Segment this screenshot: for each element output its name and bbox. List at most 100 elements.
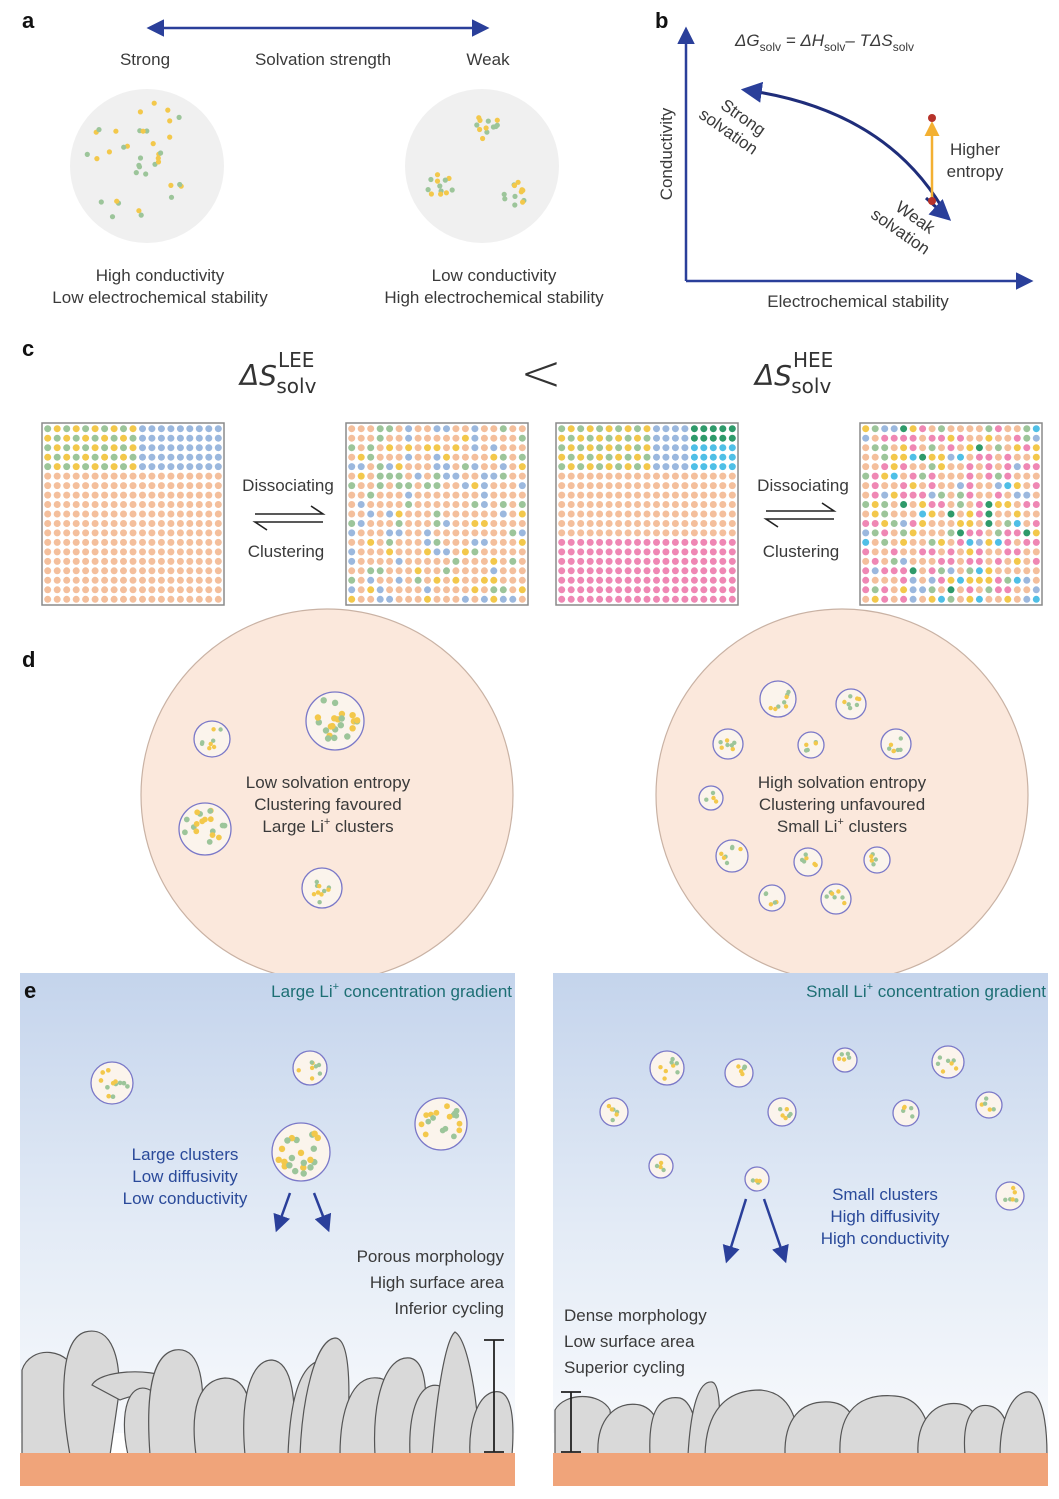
- ion-dot: [120, 482, 127, 490]
- ion-dot: [480, 576, 488, 584]
- ion-dot: [662, 482, 670, 490]
- small-clusters-text: Small clusters: [832, 1185, 938, 1204]
- ion-dot: [176, 491, 184, 499]
- ion-dot: [348, 444, 356, 452]
- ion-dot: [719, 463, 727, 471]
- ion-dot: [558, 557, 566, 565]
- ion-dot: [110, 586, 118, 594]
- ion-dot: [100, 1070, 106, 1075]
- ion-dot: [461, 529, 469, 537]
- ion-dot: [728, 538, 736, 546]
- ion-dot: [110, 434, 118, 442]
- li-cluster-shell: [880, 728, 912, 760]
- ion-dot: [605, 510, 613, 518]
- ion-dot: [314, 714, 322, 721]
- ion-dot: [938, 501, 945, 508]
- ion-dot: [890, 444, 898, 452]
- ion-dot: [386, 520, 394, 527]
- ion-dot: [167, 510, 175, 518]
- ion-dot: [452, 453, 460, 461]
- ion-dot: [586, 482, 594, 490]
- ion-dot: [72, 453, 80, 461]
- ion-dot: [605, 444, 613, 452]
- high-diffusivity-text: High diffusivity: [830, 1207, 940, 1226]
- ion-dot: [214, 463, 222, 471]
- ion-dot: [424, 434, 431, 442]
- ion-dot: [176, 586, 184, 594]
- ion-dot: [919, 482, 927, 490]
- ion-dot: [871, 595, 879, 603]
- ion-dot: [985, 576, 993, 584]
- ion-dot: [386, 444, 394, 452]
- ion-dot: [405, 453, 413, 461]
- ion-dot: [186, 453, 194, 461]
- ion-dot: [376, 463, 384, 471]
- low-entropy-point: [928, 197, 936, 205]
- ion-dot: [662, 491, 670, 499]
- ion-dot: [928, 491, 936, 499]
- ion-dot: [709, 491, 717, 499]
- ion-dot: [862, 444, 870, 452]
- li-cluster-shell: [301, 867, 343, 909]
- ion-dot: [728, 463, 736, 471]
- ion-dot: [615, 472, 623, 480]
- ion-dot: [518, 520, 526, 527]
- ion-dot: [700, 529, 708, 537]
- ion-dot: [157, 453, 165, 461]
- ion-dot: [461, 463, 469, 471]
- ion-dot: [424, 548, 431, 556]
- ion-dot: [63, 576, 71, 584]
- ion-dot: [596, 472, 604, 480]
- ion-dot: [890, 520, 898, 527]
- ion-dot: [994, 482, 1002, 490]
- ion-dot: [176, 482, 184, 490]
- ion-dot: [812, 861, 817, 867]
- ion-dot: [773, 706, 778, 712]
- ion-dot: [44, 463, 52, 471]
- ion-dot: [499, 434, 507, 442]
- ion-dot: [195, 501, 203, 508]
- ion-dot: [63, 557, 71, 565]
- ion-dot: [376, 482, 384, 490]
- ion-dot: [518, 576, 526, 584]
- ion-dot: [44, 557, 52, 565]
- ion-dot: [871, 520, 879, 527]
- ion-dot: [624, 444, 632, 452]
- ion-dot: [499, 472, 507, 480]
- ion-dot: [490, 538, 498, 546]
- ion-dot: [643, 538, 651, 546]
- ion-dot: [367, 510, 375, 518]
- ion-dot: [871, 538, 879, 546]
- ion-dot: [1023, 538, 1031, 546]
- ion-dot: [763, 891, 768, 897]
- ion-dot: [909, 434, 917, 442]
- ion-dot: [72, 548, 80, 556]
- ion-dot: [110, 425, 118, 433]
- ion-dot: [803, 852, 808, 857]
- ion-dot: [367, 586, 375, 594]
- ion-dot: [938, 548, 945, 556]
- ion-dot: [63, 520, 71, 527]
- ion-dot: [662, 501, 670, 508]
- ion-dot: [928, 567, 936, 575]
- ion-dot: [63, 463, 71, 471]
- ion-dot: [452, 491, 460, 499]
- ion-dot: [386, 595, 394, 603]
- ion-dot: [940, 1069, 946, 1074]
- ion-dot: [63, 567, 71, 575]
- ion-dot: [1004, 529, 1012, 537]
- ion-dot: [138, 212, 144, 218]
- ion-dot: [928, 595, 936, 603]
- ion-dot: [624, 567, 632, 575]
- ion-dot: [709, 472, 717, 480]
- ion-dot: [186, 538, 194, 546]
- ion-dot: [1004, 491, 1012, 499]
- ion-dot: [671, 548, 679, 556]
- ion-dot: [1010, 1197, 1015, 1202]
- ion-dot: [615, 444, 623, 452]
- ion-dot: [120, 491, 127, 499]
- ion-dot: [452, 434, 460, 442]
- ion-dot: [671, 529, 679, 537]
- ion-dot: [376, 576, 384, 584]
- ion-dot: [709, 595, 717, 603]
